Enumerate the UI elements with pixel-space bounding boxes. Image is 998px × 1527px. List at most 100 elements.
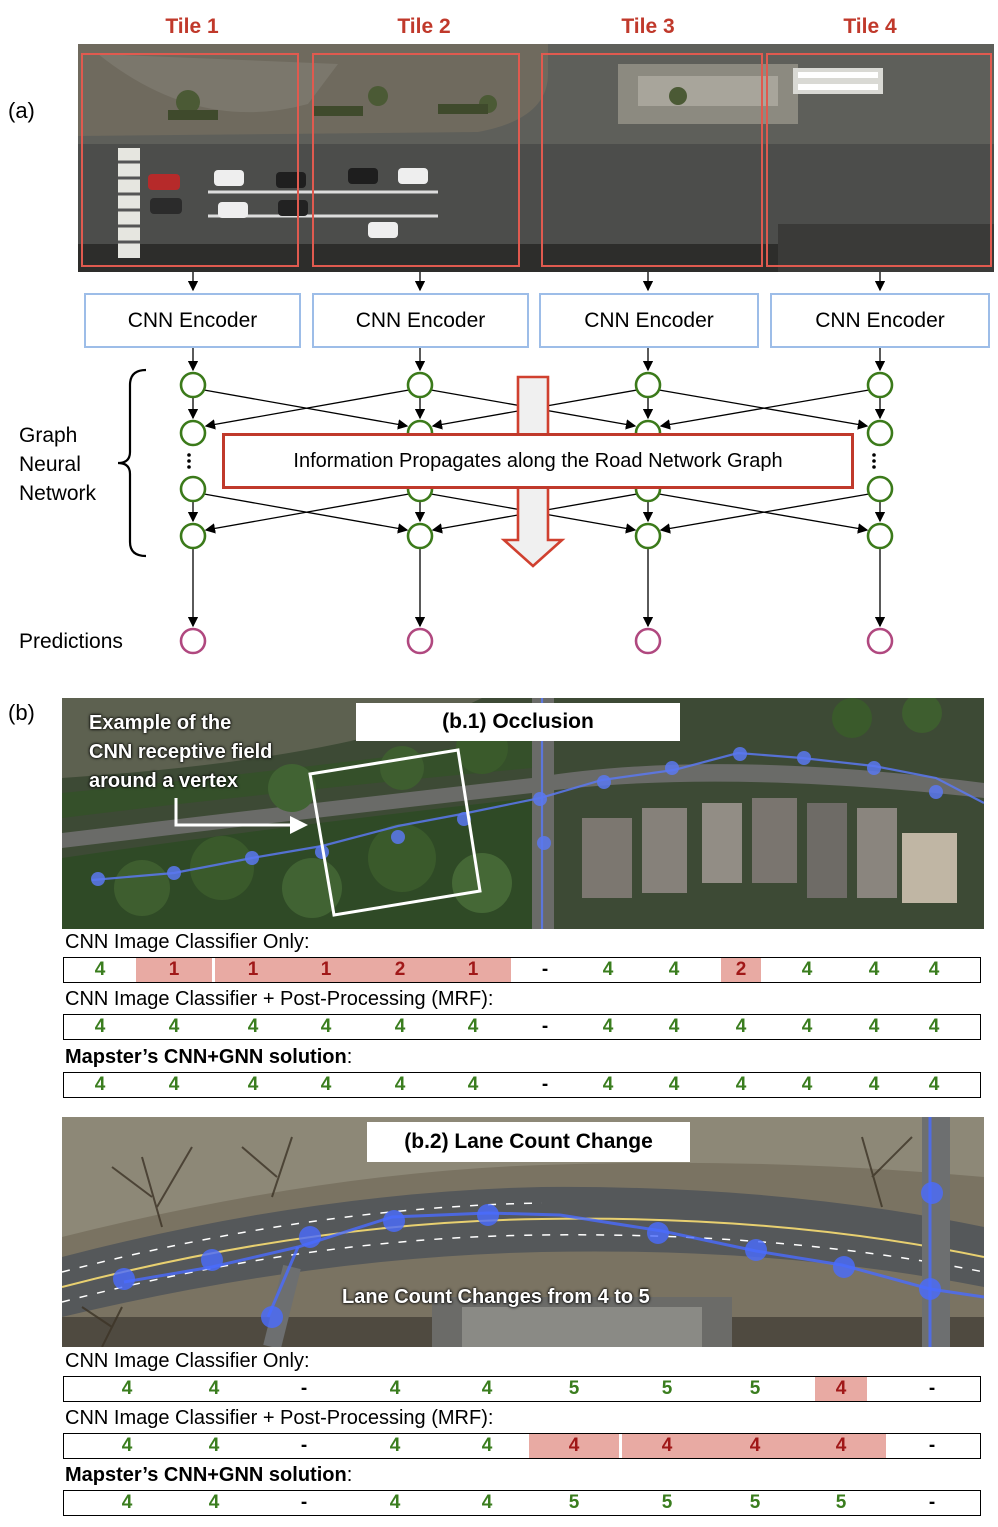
b1-row-3-cell-6: 4	[467, 1074, 479, 1095]
b2-row-2-cell-9: 4	[796, 1434, 886, 1458]
b1-row-2-cell-13: 4	[928, 1016, 940, 1037]
b2-row-3-cell-2: 4	[208, 1492, 220, 1513]
b2-row-1-cell-5: 4	[481, 1378, 493, 1399]
b1-row-1-cell-6: 1	[435, 958, 511, 982]
receptive-field-callout: Example of the CNN receptive field aroun…	[89, 712, 273, 792]
cnn-encoder-3: CNN Encoder	[539, 293, 759, 348]
b1-row-2-cell-2: 4	[168, 1016, 180, 1037]
b2-row-3-cell-8: 5	[749, 1492, 761, 1513]
b2-row-2-label: CNN Image Classifier + Post-Processing (…	[65, 1407, 494, 1429]
aerial-image-parking	[78, 44, 994, 272]
b2-row-1-cell-2: 4	[208, 1378, 220, 1399]
b1-row-3-cell-1: 4	[94, 1074, 106, 1095]
predictions-label: Predictions	[19, 630, 123, 653]
b1-row-1-cell-3: 1	[215, 958, 291, 982]
b2-row-2-cell-5: 4	[481, 1435, 493, 1456]
b1-row-1-cell-9: 4	[668, 959, 680, 980]
gnn-label: Graph Neural Network	[19, 424, 97, 505]
b1-row-1-cell-7: -	[541, 959, 549, 980]
b2-row-3-cell-10: -	[928, 1492, 936, 1513]
b1-row-1-cell-12: 4	[868, 959, 880, 980]
b2-title: (b.2) Lane Count Change	[367, 1122, 690, 1162]
b1-row-2-label: CNN Image Classifier + Post-Processing (…	[65, 988, 494, 1010]
tile-2-box	[312, 53, 520, 267]
b2-row-1-cell-1: 4	[121, 1378, 133, 1399]
lane-change-overlay: Lane Count Changes from 4 to 5	[342, 1286, 650, 1308]
b1-row-1-cell-13: 4	[928, 959, 940, 980]
b1-row-2-cell-8: 4	[602, 1016, 614, 1037]
b2-row-3-cell-9: 5	[835, 1492, 847, 1513]
panel-b-label: (b)	[8, 700, 35, 725]
b1-row-1-label: CNN Image Classifier Only:	[65, 931, 310, 953]
b1-row-1-cell-2: 1	[136, 958, 212, 982]
b2-row-1-label: CNN Image Classifier Only:	[65, 1350, 310, 1372]
b2-row-3-sequence: 4 4 - 4 4 5 5 5 5 -	[63, 1490, 981, 1516]
b1-title: (b.1) Occlusion	[356, 703, 680, 741]
b1-row-3-cell-11: 4	[801, 1074, 813, 1095]
b1-row-1-cell-4: 1	[288, 958, 364, 982]
b2-row-2-cell-2: 4	[208, 1435, 220, 1456]
b1-row-3-cell-8: 4	[602, 1074, 614, 1095]
b1-row-2-cell-3: 4	[247, 1016, 259, 1037]
b2-row-3-cell-5: 4	[481, 1492, 493, 1513]
tile-1-label: Tile 1	[165, 15, 219, 38]
b1-row-3-cell-2: 4	[168, 1074, 180, 1095]
b2-row-3-cell-6: 5	[568, 1492, 580, 1513]
gnn-graph	[117, 272, 894, 655]
b2-row-1-cell-4: 4	[389, 1378, 401, 1399]
b2-row-1-cell-9: 4	[815, 1377, 867, 1401]
b2-row-3-label: Mapster’s CNN+GNN solution:	[65, 1464, 353, 1486]
b2-row-3-cell-3: -	[300, 1492, 308, 1513]
b2-row-2-cell-3: -	[300, 1435, 308, 1456]
b1-row-1-cell-1: 4	[94, 959, 106, 980]
b1-row-3-cell-5: 4	[394, 1074, 406, 1095]
panel-a-label: (a)	[8, 98, 35, 123]
aerial-image-occlusion	[62, 698, 984, 929]
b1-row-3-cell-4: 4	[320, 1074, 332, 1095]
b1-row-3-cell-12: 4	[868, 1074, 880, 1095]
b2-row-2-cell-7: 4	[622, 1434, 712, 1458]
b1-row-2-cell-4: 4	[320, 1016, 332, 1037]
b1-row-3-cell-3: 4	[247, 1074, 259, 1095]
b2-row-2-cell-1: 4	[121, 1435, 133, 1456]
b2-row-3-cell-7: 5	[661, 1492, 673, 1513]
b2-row-1-cell-8: 5	[749, 1378, 761, 1399]
b2-row-1-cell-7: 5	[661, 1378, 673, 1399]
b2-row-3-cell-1: 4	[121, 1492, 133, 1513]
b1-row-2-cell-12: 4	[868, 1016, 880, 1037]
b1-row-1-cell-8: 4	[602, 959, 614, 980]
tile-1-box	[81, 53, 299, 267]
tile-2-label: Tile 2	[397, 15, 451, 38]
b1-row-3-cell-10: 4	[735, 1074, 747, 1095]
b1-row-2-cell-10: 4	[735, 1016, 747, 1037]
b1-row-2-cell-11: 4	[801, 1016, 813, 1037]
cnn-encoder-4: CNN Encoder	[770, 293, 990, 348]
b1-row-1-cell-10: 2	[721, 958, 761, 982]
b2-row-1-sequence: 4 4 - 4 4 5 5 5 4 -	[63, 1376, 981, 1402]
b2-row-1-cell-3: -	[300, 1378, 308, 1399]
cnn-encoder-1: CNN Encoder	[84, 293, 301, 348]
tile-3-box	[541, 53, 763, 267]
b1-row-3-label: Mapster’s CNN+GNN solution:	[65, 1046, 353, 1068]
b1-row-2-cell-6: 4	[467, 1016, 479, 1037]
b1-row-3-cell-9: 4	[668, 1074, 680, 1095]
tile-4-box	[766, 53, 992, 267]
b1-row-2-cell-7: -	[541, 1016, 549, 1037]
b2-row-2-cell-10: -	[928, 1435, 936, 1456]
b2-row-2-cell-4: 4	[389, 1435, 401, 1456]
tile-4-label: Tile 4	[843, 15, 897, 38]
tile-3-label: Tile 3	[621, 15, 675, 38]
cnn-encoder-2: CNN Encoder	[312, 293, 529, 348]
b2-row-3-cell-4: 4	[389, 1492, 401, 1513]
b2-row-1-cell-6: 5	[568, 1378, 580, 1399]
b2-row-1-cell-10: -	[928, 1378, 936, 1399]
propagation-banner: Information Propagates along the Road Ne…	[222, 433, 854, 489]
b1-row-2-cell-1: 4	[94, 1016, 106, 1037]
b1-row-2-cell-9: 4	[668, 1016, 680, 1037]
b1-row-1-cell-5: 2	[362, 958, 438, 982]
b2-row-2-cell-8: 4	[710, 1434, 800, 1458]
b1-row-2-cell-5: 4	[394, 1016, 406, 1037]
